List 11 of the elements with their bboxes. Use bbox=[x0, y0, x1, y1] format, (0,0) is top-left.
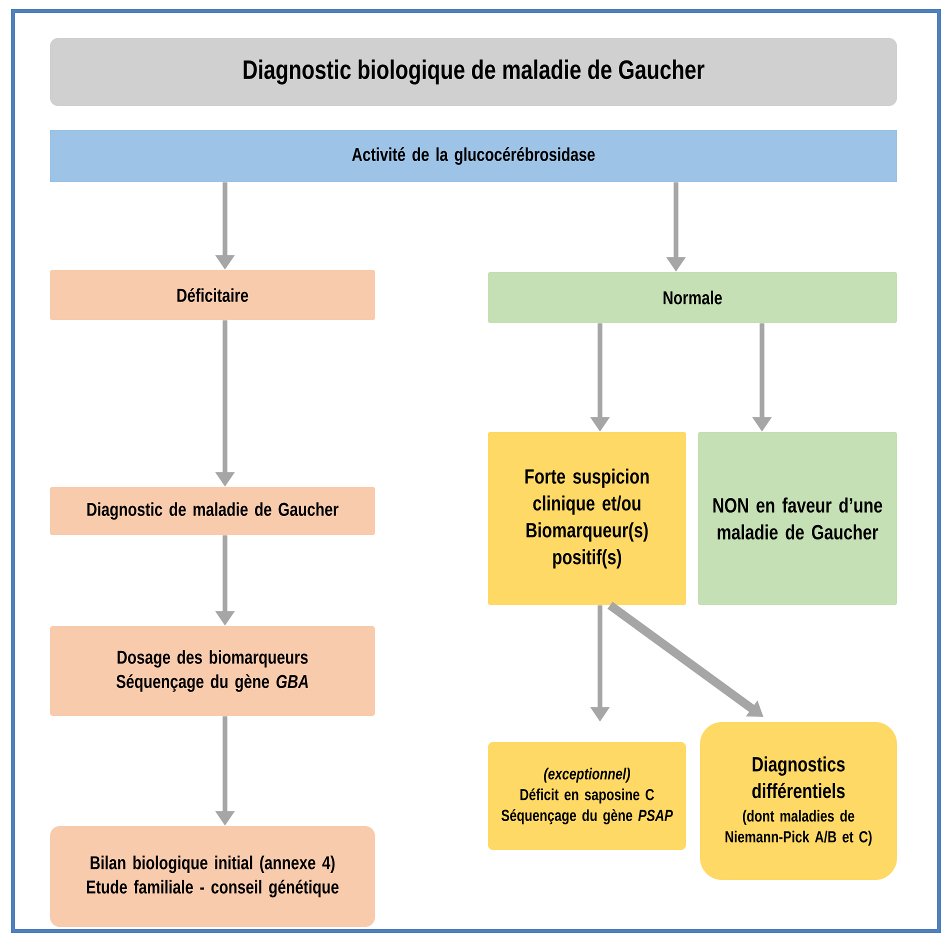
title-banner: Diagnostic biologique de maladie de Gaucher bbox=[50, 38, 897, 106]
result-box: Forte suspicion clinique et/ou Biomarqueur(s) positif(s) bbox=[488, 432, 686, 605]
activity-band: Activité de la glucocérébrosidase bbox=[50, 130, 897, 182]
result-box: Dosage des biomarqueurs Séquençage du gène GBA bbox=[50, 626, 375, 716]
result-box: NON en faveur d’une maladie de Gaucher bbox=[698, 432, 897, 605]
result-box: Normale bbox=[488, 272, 897, 323]
result-box: Diagnostics différentiels (dont maladies de Niemann-Pick A/B et C) bbox=[700, 722, 897, 880]
result-box: Déficitaire bbox=[50, 270, 375, 320]
result-box: Diagnostic de maladie de Gaucher bbox=[50, 487, 375, 535]
result-box: Bilan biologique initial (annexe 4) Etude familiale - conseil génétique bbox=[50, 826, 375, 927]
result-box: (exceptionnel) Déficit en saposine C Séquençage du gène PSAP bbox=[488, 742, 686, 850]
